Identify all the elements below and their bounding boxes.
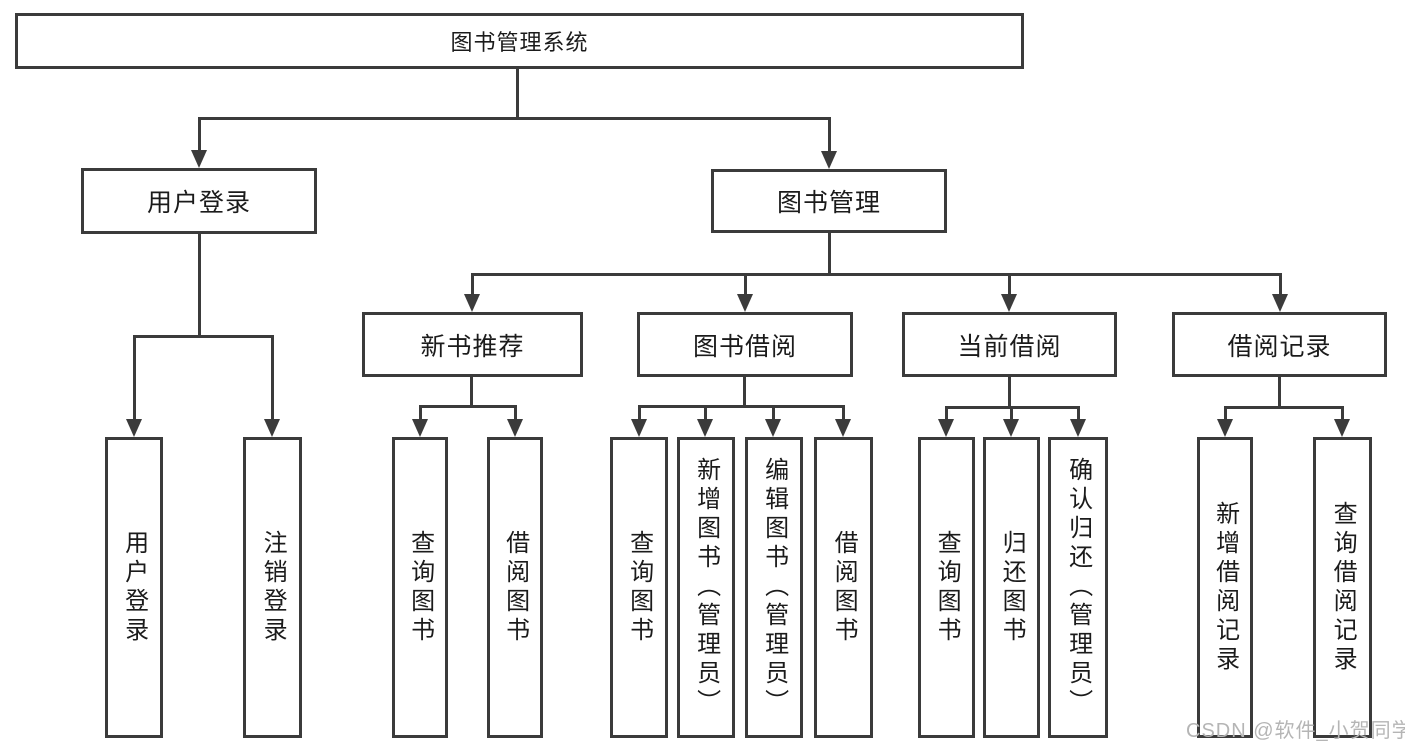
leaf-borrow-edit-books-admin: 编辑图书（管理员） bbox=[745, 437, 803, 738]
connector-root-stem bbox=[516, 69, 519, 119]
leaf-current-return-books: 归还图书 bbox=[983, 437, 1040, 738]
leaf-borrow-add-books-admin-label: 新增图书（管理员） bbox=[692, 457, 720, 718]
connector-record-stem bbox=[1278, 377, 1281, 409]
connector-user-login-stem bbox=[198, 234, 201, 336]
arrow-down-new-book bbox=[464, 294, 480, 312]
arrow-down-record bbox=[1272, 294, 1288, 312]
node-book-borrow-label: 图书借阅 bbox=[692, 332, 797, 361]
node-current-borrow: 当前借阅 bbox=[902, 312, 1117, 377]
arrow-down-borrow bbox=[737, 294, 753, 312]
arrow-down-user-login bbox=[191, 150, 207, 168]
arrow-down-book-mgmt bbox=[821, 151, 837, 169]
node-new-book-rec: 新书推荐 bbox=[362, 312, 583, 377]
connector-stem-nb-borrow bbox=[514, 405, 517, 425]
arrow-down-leaf-logout bbox=[264, 419, 280, 437]
leaf-logout-login: 注销登录 bbox=[243, 437, 302, 738]
connector-stem-cb-query bbox=[945, 406, 948, 425]
leaf-borrow-borrow-books: 借阅图书 bbox=[814, 437, 873, 738]
arrow-down-cb-confirm bbox=[1070, 419, 1086, 437]
connector-level3-bus bbox=[471, 273, 1282, 276]
leaf-current-query-books-label: 查询图书 bbox=[933, 529, 961, 646]
leaf-borrow-query-books-label: 查询图书 bbox=[625, 529, 653, 646]
arrow-down-bb-add bbox=[697, 419, 713, 437]
connector-stem-new-book bbox=[471, 273, 474, 301]
leaf-newbook-query-books-label: 查询图书 bbox=[406, 529, 434, 646]
connector-book-mgmt-stem bbox=[828, 233, 831, 275]
node-borrow-record: 借阅记录 bbox=[1172, 312, 1387, 377]
node-user-login: 用户登录 bbox=[81, 168, 317, 234]
node-new-book-rec-label: 新书推荐 bbox=[420, 332, 525, 361]
leaf-borrow-edit-books-admin-label: 编辑图书（管理员） bbox=[760, 457, 788, 718]
connector-stem-bb-add bbox=[704, 405, 707, 425]
arrow-down-bb-borrow bbox=[835, 419, 851, 437]
node-borrow-record-label: 借阅记录 bbox=[1227, 332, 1332, 361]
arrow-down-cb-return bbox=[1003, 419, 1019, 437]
leaf-borrow-add-books-admin: 新增图书（管理员） bbox=[677, 437, 735, 738]
connector-stem-borrow bbox=[744, 273, 747, 301]
node-book-mgmt: 图书管理 bbox=[711, 169, 947, 233]
arrow-down-cb-query bbox=[938, 419, 954, 437]
connector-stem-bb-query bbox=[638, 405, 641, 425]
connector-borrow-stem bbox=[743, 377, 746, 408]
connector-level2-bus bbox=[198, 117, 831, 120]
node-root-label: 图书管理系统 bbox=[450, 30, 589, 55]
arrow-down-br-add bbox=[1217, 419, 1233, 437]
csdn-watermark: CSDN @软件_小贺同学 bbox=[1186, 720, 1405, 742]
connector-record-bus bbox=[1224, 406, 1344, 409]
arrow-down-nb-borrow bbox=[507, 419, 523, 437]
node-current-borrow-label: 当前借阅 bbox=[957, 332, 1062, 361]
node-user-login-label: 用户登录 bbox=[146, 189, 251, 217]
leaf-record-add-record: 新增借阅记录 bbox=[1197, 437, 1253, 738]
leaf-current-query-books: 查询图书 bbox=[918, 437, 975, 738]
arrow-down-current bbox=[1001, 294, 1017, 312]
leaf-record-add-record-label: 新增借阅记录 bbox=[1211, 500, 1239, 675]
leaf-borrow-borrow-books-label: 借阅图书 bbox=[830, 529, 858, 646]
leaf-newbook-borrow-books: 借阅图书 bbox=[487, 437, 543, 738]
arrow-down-nb-query bbox=[412, 419, 428, 437]
connector-current-stem bbox=[1008, 377, 1011, 409]
leaf-newbook-borrow-books-label: 借阅图书 bbox=[501, 529, 529, 646]
connector-stem-cb-return bbox=[1010, 406, 1013, 425]
connector-stem-leaf-logout bbox=[271, 335, 274, 425]
connector-stem-bb-edit bbox=[772, 405, 775, 425]
connector-stem-bb-borrow bbox=[842, 405, 845, 425]
connector-stem-user-login bbox=[198, 117, 201, 162]
arrow-down-br-query bbox=[1334, 419, 1350, 437]
leaf-current-return-books-label: 归还图书 bbox=[998, 529, 1026, 646]
node-book-mgmt-label: 图书管理 bbox=[776, 189, 881, 217]
connector-stem-br-add bbox=[1224, 406, 1227, 425]
leaf-user-login-label: 用户登录 bbox=[120, 529, 148, 646]
leaf-current-confirm-return-admin-label: 确认归还（管理员） bbox=[1064, 457, 1092, 718]
connector-stem-nb-query bbox=[419, 405, 422, 425]
leaf-record-query-record-label: 查询借阅记录 bbox=[1329, 500, 1357, 675]
leaf-current-confirm-return-admin: 确认归还（管理员） bbox=[1048, 437, 1108, 738]
connector-borrow-bus bbox=[638, 405, 845, 408]
connector-stem-book-mgmt bbox=[828, 117, 831, 163]
arrow-down-leaf-user-login bbox=[126, 419, 142, 437]
connector-new-book-stem bbox=[470, 377, 473, 408]
leaf-user-login: 用户登录 bbox=[105, 437, 163, 738]
node-book-borrow: 图书借阅 bbox=[637, 312, 853, 377]
leaf-record-query-record: 查询借阅记录 bbox=[1313, 437, 1372, 738]
connector-stem-record bbox=[1279, 273, 1282, 301]
connector-stem-cb-confirm bbox=[1077, 406, 1080, 425]
arrow-down-bb-edit bbox=[765, 419, 781, 437]
connector-stem-br-query bbox=[1341, 406, 1344, 425]
leaf-newbook-query-books: 查询图书 bbox=[392, 437, 448, 738]
arrow-down-bb-query bbox=[631, 419, 647, 437]
connector-new-book-bus bbox=[419, 405, 517, 408]
node-root-library-system: 图书管理系统 bbox=[15, 13, 1024, 69]
connector-user-login-bus bbox=[133, 335, 274, 338]
leaf-borrow-query-books: 查询图书 bbox=[610, 437, 668, 738]
leaf-logout-login-label: 注销登录 bbox=[259, 529, 287, 646]
connector-stem-current bbox=[1008, 273, 1011, 301]
connector-stem-leaf-user-login bbox=[133, 335, 136, 425]
